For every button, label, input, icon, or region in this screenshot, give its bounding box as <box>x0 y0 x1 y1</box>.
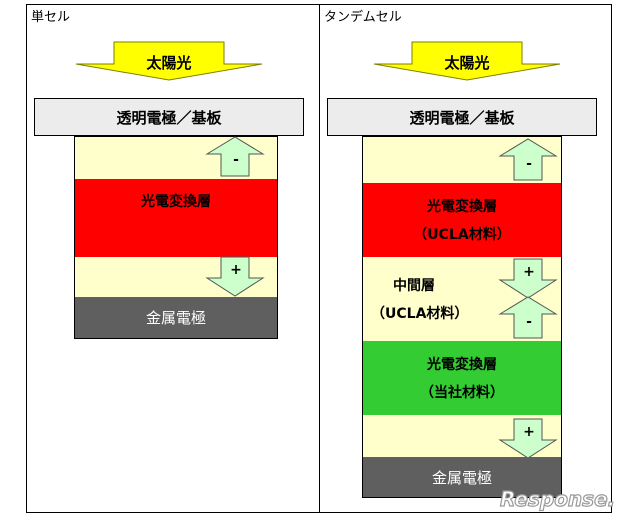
sunlight-arrow-tandem <box>373 41 561 81</box>
plus-sign-tandem-mid: + <box>523 264 535 280</box>
minus-sign-single: - <box>233 152 239 168</box>
hole-up-arrow-tandem-top <box>498 138 558 181</box>
layer-stack-tandem: 光電変換層 （UCLA材料） 中間層 （UCLA材料） 光電変換層 （当社材料）… <box>362 136 562 498</box>
minus-sign-tandem-top: - <box>526 156 532 172</box>
conversion-layer-company-label: 光電変換層 <box>427 357 497 373</box>
metal-electrode-tandem: 金属電極 <box>363 457 561 497</box>
response-watermark-logo: Response. <box>499 486 615 511</box>
conversion-layer-ucla: 光電変換層 （UCLA材料） <box>363 183 561 257</box>
metal-electrode-single: 金属電極 <box>75 297 277 338</box>
conversion-layer-ucla-label: 光電変換層 <box>427 199 497 215</box>
metal-electrode-tandem-label: 金属電極 <box>431 468 492 487</box>
conversion-layer-company-material: （当社材料） <box>420 385 504 401</box>
panel-divider <box>319 4 320 513</box>
sunlight-label-tandem: 太陽光 <box>444 54 490 72</box>
electron-down-arrow-single <box>205 256 265 297</box>
plus-sign-tandem-bottom: + <box>523 424 535 440</box>
conversion-layer-single: 光電変換層 <box>75 179 277 257</box>
tandem-cell-label: タンデムセル <box>324 10 402 25</box>
sunlight-label-single: 太陽光 <box>146 54 192 72</box>
conversion-layer-ucla-material: （UCLA材料） <box>413 227 511 243</box>
metal-electrode-single-label: 金属電極 <box>145 309 206 327</box>
plus-sign-single: + <box>230 262 242 278</box>
sunlight-arrow-single <box>75 41 263 81</box>
hole-up-arrow-single <box>205 136 265 177</box>
conversion-layer-single-label: 光電変換層 <box>141 194 211 210</box>
intermediate-layer-material: （UCLA材料） <box>371 306 469 322</box>
substrate-single: 透明電極／基板 <box>34 98 304 136</box>
single-cell-label: 単セル <box>31 10 71 25</box>
svg-text:Response.: Response. <box>500 487 615 511</box>
hole-up-arrow-tandem-mid <box>498 296 558 339</box>
substrate-tandem: 透明電極／基板 <box>327 98 597 136</box>
electron-down-arrow-tandem-mid <box>498 258 558 299</box>
layer-stack-single: 光電変換層 金属電極 <box>74 136 278 339</box>
minus-sign-tandem-mid: - <box>526 314 532 330</box>
electron-down-arrow-tandem-bottom <box>498 418 558 459</box>
conversion-layer-company: 光電変換層 （当社材料） <box>363 341 561 415</box>
intermediate-layer-label: 中間層 <box>393 278 435 294</box>
